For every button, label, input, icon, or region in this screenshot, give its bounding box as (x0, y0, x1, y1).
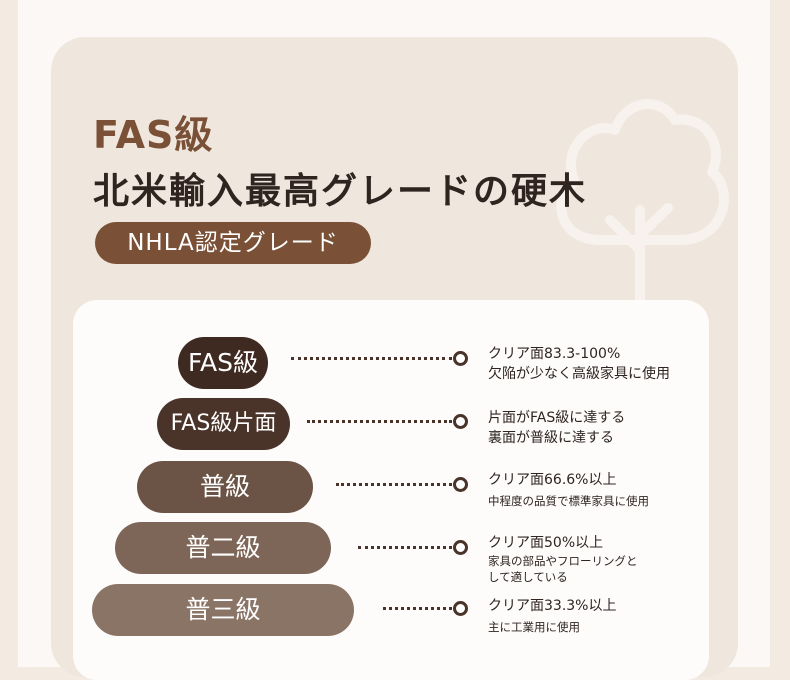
description-line: 片面がFAS級に達する (488, 410, 626, 426)
grade-description: クリア面50%以上 家具の部品やフローリングと して適している (488, 533, 638, 585)
ring-icon (453, 540, 468, 555)
connector-dots (291, 357, 452, 360)
grade-description: クリア面33.3%以上 主に工業用に使用 (488, 596, 616, 635)
grade-pill-common: 普級 (137, 461, 313, 513)
grade-description: 片面がFAS級に達する 裏面が普級に達する (488, 408, 625, 448)
description-line: して適している (488, 570, 568, 584)
grade-label: 普二級 (185, 533, 261, 562)
grade-label: FAS級 (187, 348, 259, 377)
grade-pill-fas: FAS級 (178, 337, 268, 389)
connector-dots (358, 546, 452, 549)
tree-icon (556, 99, 729, 310)
nhla-badge: NHLA認定グレード (95, 222, 371, 264)
grade-pill-common-3: 普三級 (92, 584, 354, 636)
grade-description: クリア面83.3-100% 欠陥が少なく高級家具に使用 (488, 344, 670, 384)
connector-dots (307, 420, 452, 423)
ring-icon (453, 601, 468, 616)
ring-icon (453, 414, 468, 429)
description-line: クリア面50%以上 (488, 535, 604, 551)
description-line: クリア面83.3-100% (488, 346, 621, 362)
grade-title: FAS級 (93, 113, 214, 157)
connector-dots (336, 483, 452, 486)
grade-pill-common-2: 普二級 (115, 522, 331, 574)
description-line: クリア面66.6%以上 (488, 472, 617, 488)
ring-icon (453, 351, 468, 366)
grade-label: 普三級 (185, 595, 261, 624)
description-line: 主に工業用に使用 (488, 620, 580, 634)
description-line: 中程度の品質で標準家具に使用 (488, 494, 649, 508)
grade-label: FAS級片面 (170, 411, 277, 436)
connector-dots (383, 607, 452, 610)
grade-pill-fas-one-face: FAS級片面 (157, 398, 290, 450)
subtitle: 北米輸入最高グレードの硬木 (93, 171, 588, 212)
description-line: 裏面が普級に達する (488, 430, 614, 446)
description-line: 家具の部品やフローリングと (488, 554, 638, 568)
description-line: 欠陥が少なく高級家具に使用 (488, 366, 670, 382)
ring-icon (453, 477, 468, 492)
grade-label: 普級 (199, 472, 250, 501)
description-line: クリア面33.3%以上 (488, 598, 617, 614)
grade-description: クリア面66.6%以上 中程度の品質で標準家具に使用 (488, 470, 649, 509)
